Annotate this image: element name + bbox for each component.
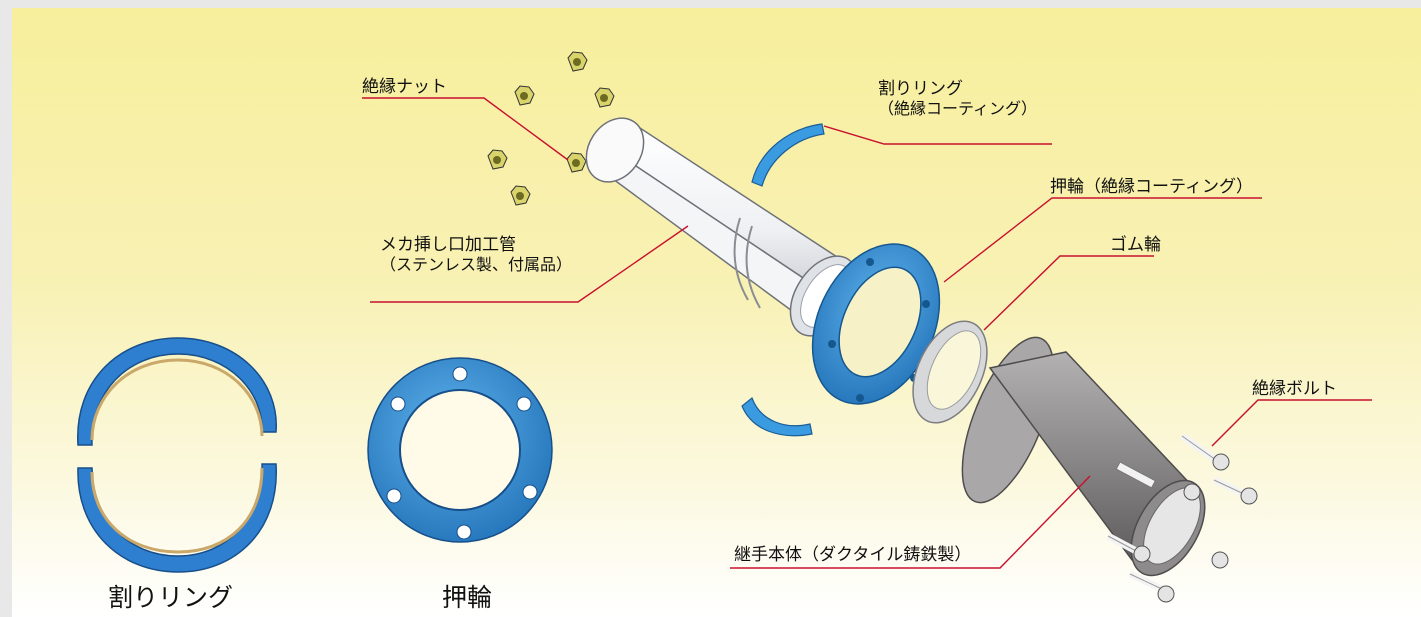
- label-spigot-pipe-name: メカ挿し口加工管: [380, 235, 516, 255]
- label-spigot-pipe-note: （ステンレス製、付属品）: [380, 254, 573, 274]
- diagram-canvas: 絶縁ナット 割りリング （絶縁コーティング） 押輪（絶縁コーティング） ゴム輪 …: [12, 8, 1421, 617]
- label-spigot-pipe: メカ挿し口加工管 （ステンレス製、付属品）: [380, 235, 573, 274]
- label-split-ring: 割りリング （絶縁コーティング）: [878, 79, 1038, 118]
- label-insulating-nut: 絶縁ナット: [362, 77, 447, 97]
- leader-insulating-bolt: [1211, 399, 1372, 447]
- leader-joint-body: [730, 475, 1091, 569]
- joint-body-illustration: [961, 336, 1206, 577]
- split-ring-illustration: [741, 123, 825, 437]
- leader-rubber-ring: [983, 255, 1154, 331]
- exploded-joint-illustration: [77, 51, 1372, 603]
- label-joint-body: 継手本体（ダクタイル鋳鉄製）: [734, 545, 972, 565]
- caption-gland: 押輪: [442, 583, 493, 612]
- label-rubber-ring: ゴム輪: [1110, 235, 1161, 255]
- insulating-nut-group: [487, 51, 615, 206]
- label-split-ring-name: 割りリング: [878, 79, 963, 99]
- label-insulating-bolt: 絶縁ボルト: [1252, 379, 1337, 399]
- label-split-ring-note: （絶縁コーティング）: [878, 98, 1038, 118]
- rubber-ring-illustration: [912, 320, 988, 424]
- gland-photo: [367, 357, 553, 543]
- gland-illustration: [811, 243, 941, 405]
- split-ring-photo: [77, 337, 277, 573]
- leader-insulating-nut: [362, 97, 569, 161]
- leader-spigot-pipe: [370, 225, 689, 303]
- leader-split-ring: [823, 125, 1052, 145]
- leader-gland: [943, 197, 1262, 283]
- label-gland: 押輪（絶縁コーティング）: [1050, 177, 1253, 197]
- caption-split-ring: 割りリング: [108, 583, 234, 612]
- insulating-bolt-group: [1106, 433, 1258, 603]
- leader-lines: [362, 97, 1372, 569]
